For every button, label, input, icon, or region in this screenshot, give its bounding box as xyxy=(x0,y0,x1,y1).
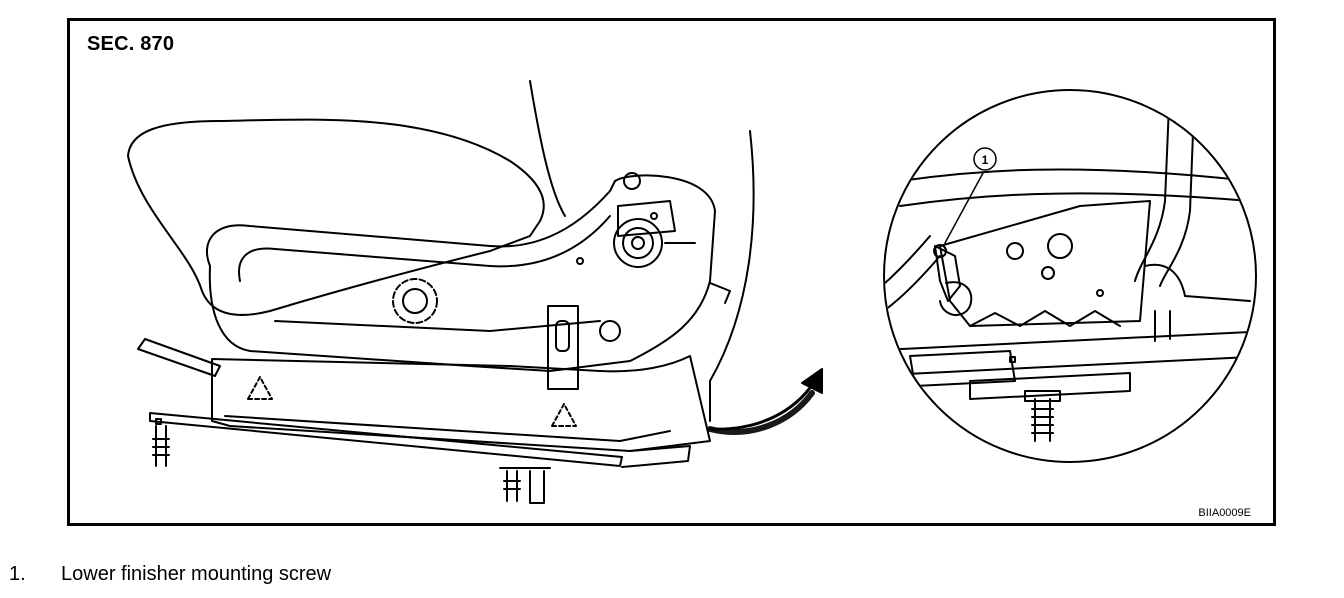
legend-item: 1. Lower finisher mounting screw xyxy=(9,563,331,586)
figure-code: BIIA0009E xyxy=(1198,507,1251,519)
legend-text: Lower finisher mounting screw xyxy=(61,563,332,585)
section-label: SEC. 870 xyxy=(87,33,175,55)
seat-illustration: 1 xyxy=(127,80,1257,504)
callout-1-circle xyxy=(973,147,997,171)
seat-cushion-drawing xyxy=(127,80,823,504)
legend-list: 1. Lower finisher mounting screw xyxy=(9,563,331,586)
legend-number: 1. xyxy=(9,563,26,585)
detail-magnifier: 1 xyxy=(883,89,1257,463)
callout-1-number: 1 xyxy=(982,153,989,167)
diagram-frame: SEC. 870 xyxy=(67,18,1276,526)
